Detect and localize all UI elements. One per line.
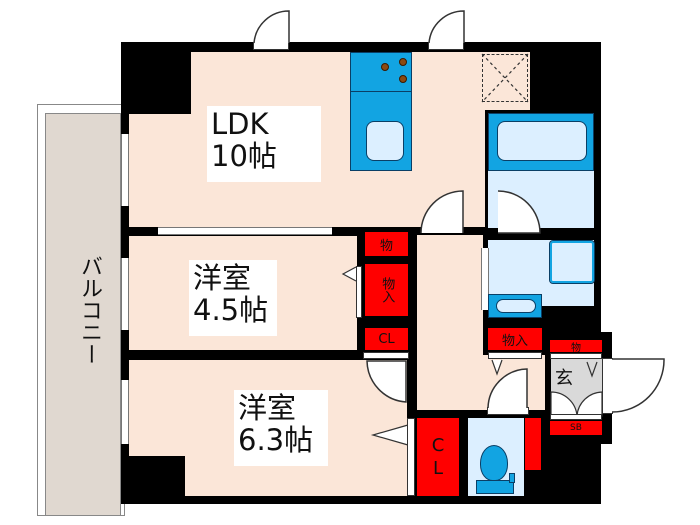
- ldk-label: LDK 10帖: [207, 106, 321, 182]
- fridge-space-cross: [481, 53, 529, 103]
- balcony-label: バルコニー: [77, 255, 102, 365]
- western1-size: 4.5帖: [193, 293, 269, 328]
- western1-window[interactable]: [121, 258, 129, 330]
- storage-hall-door[interactable]: [488, 352, 542, 359]
- closet-w1-door[interactable]: [363, 352, 409, 359]
- ldk-window[interactable]: [121, 134, 129, 206]
- entrance-door-swing: [550, 391, 603, 417]
- closet-western1[interactable]: CL: [365, 328, 408, 350]
- kitchen-sink: [366, 121, 404, 161]
- hallway-door-ldk[interactable]: [420, 188, 466, 234]
- shoe-box[interactable]: SB: [550, 421, 602, 435]
- entrance-step-top: [550, 353, 602, 359]
- bathtub-basin: [497, 121, 587, 161]
- storage-closet[interactable]: 物入: [365, 264, 408, 316]
- top-door-right[interactable]: [428, 10, 468, 44]
- top-door-left[interactable]: [253, 10, 293, 44]
- front-door[interactable]: [611, 358, 668, 414]
- vanity-basin: [496, 299, 536, 313]
- storage-hall-marker: [491, 359, 503, 376]
- western2-size: 6.3帖: [238, 423, 314, 458]
- ldk-size: 10帖: [211, 139, 277, 174]
- western2-label: 洋室 6.3帖: [234, 390, 328, 466]
- western1-closet-door[interactable]: [356, 266, 362, 318]
- storage-small[interactable]: 物: [365, 232, 408, 256]
- western2-window[interactable]: [121, 380, 129, 444]
- washroom-sliding-door[interactable]: [481, 248, 489, 310]
- hallway-floor: [417, 235, 483, 410]
- toilet-bowl: [480, 445, 508, 481]
- toilet-storage: [525, 418, 541, 470]
- closet-w2-c: C: [431, 434, 445, 456]
- ldk-pillar: [121, 42, 191, 114]
- storage-entrance[interactable]: 物: [550, 340, 602, 354]
- entrance-marker: [586, 361, 598, 378]
- western2-name: 洋室: [238, 391, 297, 425]
- western1-name: 洋室: [193, 261, 252, 295]
- entrance-label: 玄: [555, 368, 573, 389]
- western2-door[interactable]: [366, 360, 408, 416]
- entrance-step-bottom: [550, 414, 602, 420]
- western2-closet-door[interactable]: [407, 418, 415, 496]
- burner-icons: [381, 58, 407, 83]
- ldk-name: LDK: [211, 107, 269, 141]
- western2-pillar: [121, 456, 185, 504]
- fridge-space: [482, 54, 528, 102]
- balcony: [45, 113, 121, 516]
- western1-door-marker: [341, 266, 357, 282]
- western1-label: 洋室 4.5帖: [189, 260, 277, 336]
- closet-western2[interactable]: C L: [417, 418, 459, 496]
- washing-machine: [549, 240, 595, 284]
- ldk-sliding-door[interactable]: [158, 227, 332, 235]
- toilet-door[interactable]: [487, 363, 529, 409]
- storage-hall[interactable]: 物入: [488, 328, 542, 350]
- toilet-tank: [476, 480, 514, 494]
- closet-w2-l: L: [432, 458, 444, 479]
- western2-closet-marker: [370, 424, 409, 446]
- bathroom-door[interactable]: [497, 188, 543, 234]
- toilet-remote: [509, 473, 515, 483]
